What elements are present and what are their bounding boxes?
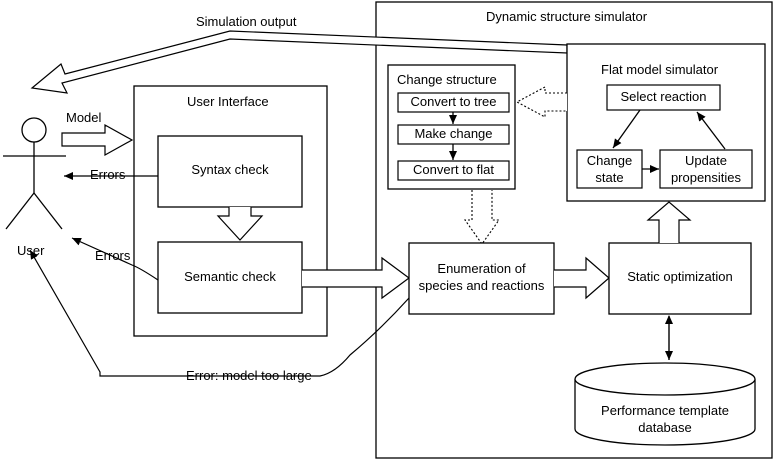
- model-too-large-label: Error: model too large: [186, 368, 312, 383]
- dynamic-simulator-box: [375, 1, 773, 459]
- enumeration-box: [408, 242, 555, 315]
- semantic-errors-label: Errors: [95, 248, 131, 263]
- syntax-errors-label: Errors: [90, 167, 126, 182]
- syntax-check-label: Syntax check: [191, 162, 269, 177]
- change-state-box: [576, 149, 643, 189]
- dynamic-simulator-title: Dynamic structure simulator: [486, 9, 648, 24]
- enumeration-to-optimization-arrow: [554, 256, 610, 300]
- semantic-to-enumeration-arrow: [302, 256, 411, 300]
- semantic-check-box: [157, 241, 303, 314]
- update-propensities-box: [659, 149, 753, 189]
- select-to-change-state-arrow: [612, 109, 641, 149]
- user-interface-title: User Interface: [187, 94, 269, 109]
- update-propensities-label-1: Update: [685, 153, 727, 168]
- user-interface-box: [133, 85, 328, 337]
- static-optimization-box: [608, 242, 752, 315]
- syntax-check-box: [157, 135, 303, 208]
- model-too-large-arrow: [29, 249, 410, 377]
- enumeration-label-1: Enumeration of: [437, 261, 526, 276]
- change-state-label-1: Change: [586, 153, 633, 168]
- change-state-label-2: state: [595, 170, 624, 185]
- semantic-check-label: Semantic check: [184, 269, 276, 284]
- performance-database-label-2: database: [638, 420, 692, 435]
- change-structure-to-enumeration-arrow: [463, 190, 501, 245]
- update-propensities-label-2: propensities: [670, 170, 742, 185]
- static-optimization-label: Static optimization: [627, 269, 733, 284]
- model-arrow: [61, 123, 134, 157]
- optimization-to-flat-model-arrow: [646, 201, 692, 243]
- performance-database-cylinder: [574, 362, 756, 446]
- change-structure-title: Change structure: [397, 72, 497, 87]
- select-reaction-label: Select reaction: [620, 89, 707, 104]
- semantic-errors-arrow: [71, 237, 159, 281]
- performance-database-label-1: Performance template: [601, 403, 729, 418]
- flat-model-simulator-title: Flat model simulator: [601, 62, 719, 77]
- simulation-output-label: Simulation output: [194, 14, 299, 30]
- convert-to-flat-label: Convert to flat: [413, 162, 494, 177]
- user-label: User: [17, 243, 45, 258]
- enumeration-label-2: species and reactions: [418, 278, 545, 293]
- select-reaction-box: [606, 84, 721, 111]
- make-change-label: Make change: [414, 126, 493, 141]
- user-stick-figure: [3, 117, 66, 230]
- syntax-to-semantic-arrow: [216, 207, 264, 241]
- model-label: Model: [66, 110, 102, 125]
- convert-to-flat-box: [397, 160, 510, 181]
- flat-to-change-structure-arrow: [515, 86, 567, 118]
- convert-to-tree-label: Convert to tree: [410, 94, 497, 109]
- update-to-select-arrow: [696, 111, 726, 150]
- simulation-output-arrow: [30, 30, 568, 94]
